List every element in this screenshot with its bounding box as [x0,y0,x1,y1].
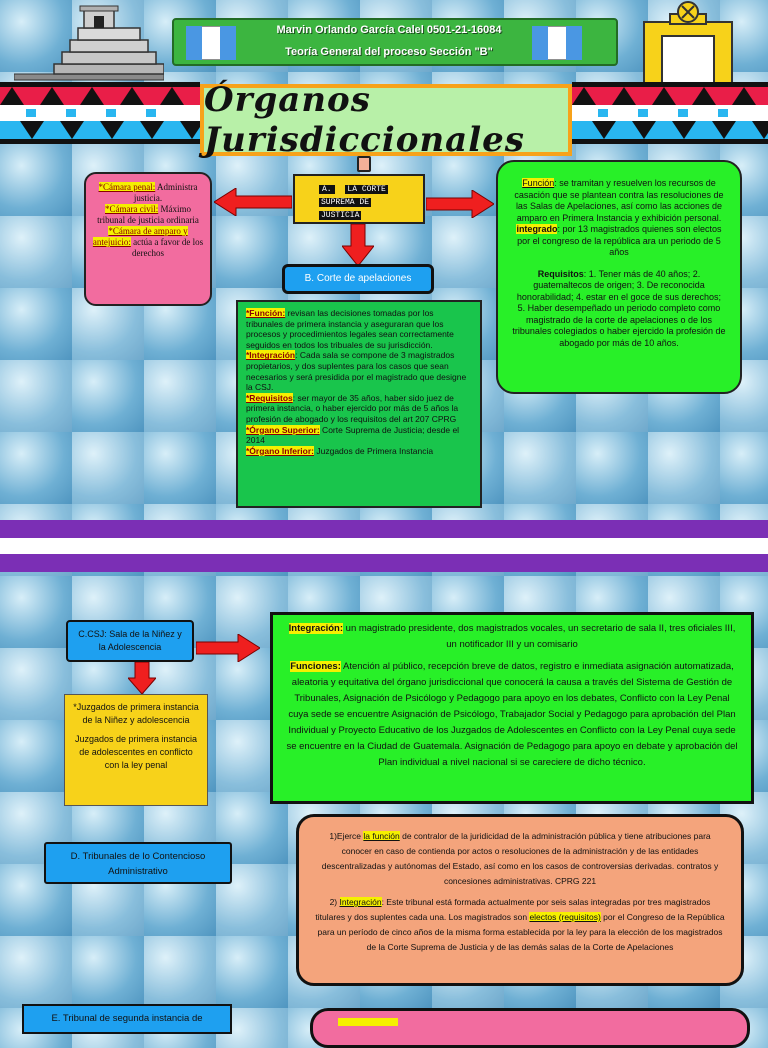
ap-superior-key: *Órgano Superior: [246,424,320,435]
contencioso-label: D. Tribunales de lo Contencioso Administ… [44,842,232,884]
csj-label-3: JUSTICIA [319,211,362,220]
camara-civil-key: *Cámara civil: [105,204,159,214]
camara-civil-val: Máximo tribunal de justicia ordinaria [97,204,199,225]
camaras-box: *Cámara penal: Administra justicia. *Cám… [84,172,212,306]
guatemala-flag-left [185,25,237,61]
pyramid-illustration [13,2,165,82]
requisitos-val: : 1. Tener más de 40 años; 2. guatemalte… [512,268,726,348]
ap-integracion-key: *Integración [246,350,296,361]
ninez-detail-box: Integración: un magistrado presidente, d… [270,612,754,804]
cont-p2-pre: 2) [329,897,340,907]
camara-amparo-val: actúa a favor de los derechos [132,237,204,258]
segunda-instancia-detail-box [310,1008,750,1048]
juzgados-adolescentes: Juzgados de primera instancia de adolesc… [74,734,198,770]
arrow-right-icon [426,190,494,218]
ap-funcion-key: *Función: [246,308,286,318]
requisitos-key: Requisitos [537,268,584,279]
section-divider [0,520,768,572]
course-line: Teoría General del proceso Sección "B" [285,46,493,58]
ap-requisitos-val: : ser mayor de 35 años, haber sido juez … [246,392,459,424]
camara-penal-key: *Cámara penal: [98,182,156,192]
juzgados-box: *Juzgados de primera instancia de la Niñ… [64,694,208,806]
ninez-label: C.CSJ: Sala de la Niñez y la Adolescenci… [66,620,194,662]
decorative-band-right [572,82,768,144]
ap-superior-val: Corte Suprema de Justicia; desde el 2014 [246,424,460,446]
apelaciones-label: B. Corte de apelaciones [282,264,434,294]
integrado-key: integrado [516,224,558,234]
integrado-val: : por 13 magistrados quienes son electos… [517,224,722,257]
arrow-down-icon [128,662,156,694]
ninez-funciones-key: Funciones: [290,661,341,672]
ap-funcion-val: revisan las decisiones tomadas por los t… [246,308,454,350]
arrow-right-icon [196,634,260,662]
arch-illustration [640,0,736,85]
apelaciones-detail-box: *Función: revisan las decisiones tomadas… [236,300,482,508]
cont-electos-key: electos (requisitos) [529,912,601,922]
arrow-down-icon [342,224,374,266]
csj-detail-box: Función: se tramitan y resuelven los rec… [496,160,742,394]
connector-square [357,156,371,172]
camara-penal-val: Administra justicia. [133,182,198,203]
cont-funcion-key: la función [363,831,400,841]
contencioso-detail-box: 1)Ejerce la función de contralor de la j… [296,814,744,986]
segunda-highlight [338,1018,398,1026]
arrow-left-icon [214,188,292,216]
ap-inferior-val: Juzgados de Primera Instancia [314,445,434,456]
cont-p1-val: de contralor de la juridicidad de la adm… [321,831,719,886]
csj-box: A. LA CORTE SUPREMA DE JUSTICIA [293,174,425,224]
funcion-val: : se tramitan y resuelven los recursos d… [514,178,724,223]
cont-p2-val: : Este tribunal está formada actualmente… [315,897,711,922]
cont-p2-val2: por el Congreso de la República para un … [317,912,725,952]
csj-label-2: SUPREMA DE [319,198,372,207]
ap-inferior-key: *Órgano Inferior: [246,445,315,456]
csj-label-a: A. [319,185,335,194]
ap-requisitos-key: *Requisitos [246,392,293,403]
guatemala-flag-right [531,25,583,61]
cont-p1-pre: 1)Ejerce [329,831,364,841]
page-title: Órganos Jurisdiccionales [204,80,525,160]
ninez-integracion-val: un magistrado presidente, dos magistrado… [343,623,736,650]
header-banner: Marvin Orlando García Calel 0501-21-1608… [172,18,618,66]
csj-label-1: LA CORTE [345,185,388,194]
ap-integracion-val: : Cada sala se compone de 3 magistrados … [246,350,467,393]
ninez-funciones-val: Atención al público, recepción breve de … [286,661,738,768]
funcion-key: Función [522,178,555,188]
page-title-frame: Órganos Jurisdiccionales [200,80,572,160]
decorative-band-left [0,82,200,144]
juzgados-ninez: *Juzgados de primera instancia de la Niñ… [73,702,199,725]
ninez-integracion-key: Integración: [288,623,344,634]
cont-integracion-key: Integración [339,897,382,907]
author-line: Marvin Orlando García Calel 0501-21-1608… [276,24,502,36]
segunda-instancia-label: E. Tribunal de segunda instancia de [22,1004,232,1034]
